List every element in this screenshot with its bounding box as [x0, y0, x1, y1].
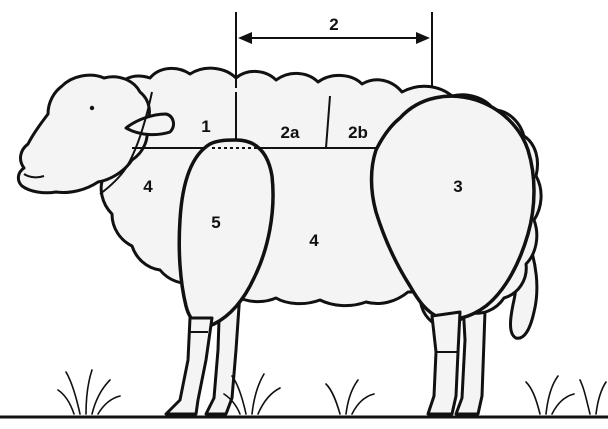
- grass-tufts: [58, 370, 606, 414]
- region-label-4-front: 4: [143, 177, 153, 196]
- region-label-2a: 2a: [281, 123, 300, 142]
- rear-near-leg: [428, 312, 460, 414]
- region-label-2b: 2b: [348, 123, 368, 142]
- region-label-4-belly: 4: [309, 231, 319, 250]
- measure-arrowhead-left: [238, 32, 252, 44]
- region-label-3: 3: [453, 177, 462, 196]
- region-label-1: 1: [201, 117, 210, 136]
- measure-label: 2: [329, 15, 338, 34]
- region-label-5: 5: [211, 213, 220, 232]
- measure-arrowhead-right: [416, 32, 430, 44]
- sheep-eye: [90, 106, 94, 110]
